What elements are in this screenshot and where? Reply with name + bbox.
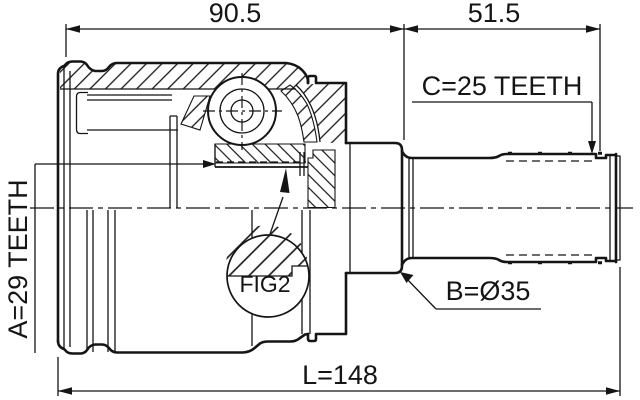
shaft-diameter-text: B=Ø35: [446, 276, 531, 306]
balloon-leader-arrow: [280, 168, 290, 193]
detail-balloon: FIG2: [225, 168, 310, 318]
detail-callout-label: FIG2: [239, 271, 290, 297]
circlip-groove: [299, 152, 305, 176]
cage-tab: [75, 91, 88, 135]
shaft-bottom-edge: [400, 256, 618, 267]
balloon-hatch: [225, 225, 308, 276]
dimension-housing-width: 90.5: [65, 0, 405, 140]
housing-wall-hatch-band: [60, 61, 308, 89]
dimension-shaft-width: 51.5: [404, 0, 601, 151]
shaft-width-value: 51.5: [468, 0, 521, 28]
cage-lines: [87, 94, 178, 131]
spline-minor-dia-dashed: [506, 160, 594, 256]
shaft-stub-hatch: [307, 149, 336, 209]
bearing-ball: [203, 73, 282, 150]
cage-wedge-left: [180, 95, 211, 131]
housing-right-wall-hatch: [296, 84, 346, 143]
housing-outline-top: [56, 60, 310, 343]
housing-section: [56, 60, 348, 355]
overall-length-value: L=148: [302, 360, 378, 390]
inner-race-face: [169, 115, 178, 208]
inner-race-hatch: [214, 143, 306, 164]
label-outer-spline: C=25 TEETH: [412, 71, 596, 154]
housing-outline-bottom: [56, 332, 310, 355]
housing-width-value: 90.5: [209, 0, 262, 28]
label-inner-spline: A=29 TEETH: [3, 160, 216, 353]
housing-vent-stub-top: [306, 74, 348, 145]
outer-spline-text: C=25 TEETH: [422, 71, 583, 101]
label-shaft-diameter: B=Ø35: [400, 272, 541, 310]
shaft-top-edge: [400, 149, 618, 160]
cage-wedge-right: [280, 84, 318, 143]
dimension-overall-length: L=148: [57, 267, 621, 396]
housing-vent-stub-bottom: [306, 271, 348, 343]
inner-spline-text: A=29 TEETH: [3, 179, 33, 338]
